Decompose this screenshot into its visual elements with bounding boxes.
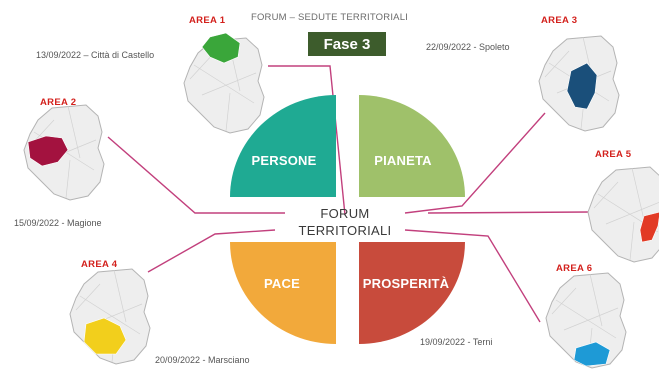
quadrant-group	[230, 95, 465, 344]
quadrant-label-pianeta: PIANETA	[374, 153, 432, 168]
forum-center-label: FORUM TERRITORIALI	[260, 205, 430, 239]
connector-area-6	[404, 229, 541, 323]
quadrant-pace	[230, 242, 336, 344]
quadrant-label-prosperita: PROSPERITÀ	[362, 276, 450, 291]
quadrant-prosperita	[359, 242, 465, 344]
connector-area-5	[427, 211, 591, 214]
area-1-date: 13/09/2022 – Città di Castello	[36, 50, 155, 60]
map-area-6-highlight	[573, 341, 611, 367]
map-area-1	[183, 32, 265, 134]
area-6-label: AREA 6	[556, 263, 593, 274]
map-area-2	[23, 104, 105, 201]
map-area-5-highlight	[639, 211, 659, 243]
map-area-4-highlight	[83, 317, 127, 355]
map-area-3	[538, 35, 620, 132]
area-6-date: 19/09/2022 - Terni	[420, 337, 493, 347]
area-2-label: AREA 2	[40, 97, 77, 108]
connector-area-2	[107, 136, 285, 214]
area-3-date: 22/09/2022 - Spoleto	[426, 42, 510, 52]
area-5-label: AREA 5	[595, 149, 632, 160]
forum-center-line-1: FORUM	[320, 206, 370, 221]
map-area-5	[587, 166, 659, 263]
map-area-1-highlight	[201, 32, 241, 64]
map-area-4	[69, 268, 151, 365]
map-area-6	[545, 272, 627, 369]
map-area-3-highlight	[566, 62, 598, 110]
connector-area-4	[147, 229, 276, 273]
connector-area-3	[404, 112, 546, 214]
phase-badge: Fase 3	[308, 32, 386, 56]
connector-lines	[107, 65, 591, 323]
area-4-date: 20/09/2022 - Marsciano	[155, 355, 250, 365]
quadrant-pianeta	[359, 95, 465, 197]
area-1-label: AREA 1	[189, 15, 226, 26]
forum-center-line-2: TERRITORIALI	[298, 223, 392, 238]
area-2-date: 15/09/2022 - Magione	[14, 218, 102, 228]
page-title: FORUM – SEDUTE TERRITORIALI	[250, 12, 409, 23]
connector-area-1	[268, 65, 346, 216]
area-4-label: AREA 4	[81, 259, 118, 270]
quadrant-label-persone: PERSONE	[251, 153, 317, 168]
quadrant-persone	[230, 95, 336, 197]
area-3-label: AREA 3	[541, 15, 578, 26]
quadrant-label-pace: PACE	[264, 276, 300, 291]
map-area-2-highlight	[27, 135, 69, 167]
